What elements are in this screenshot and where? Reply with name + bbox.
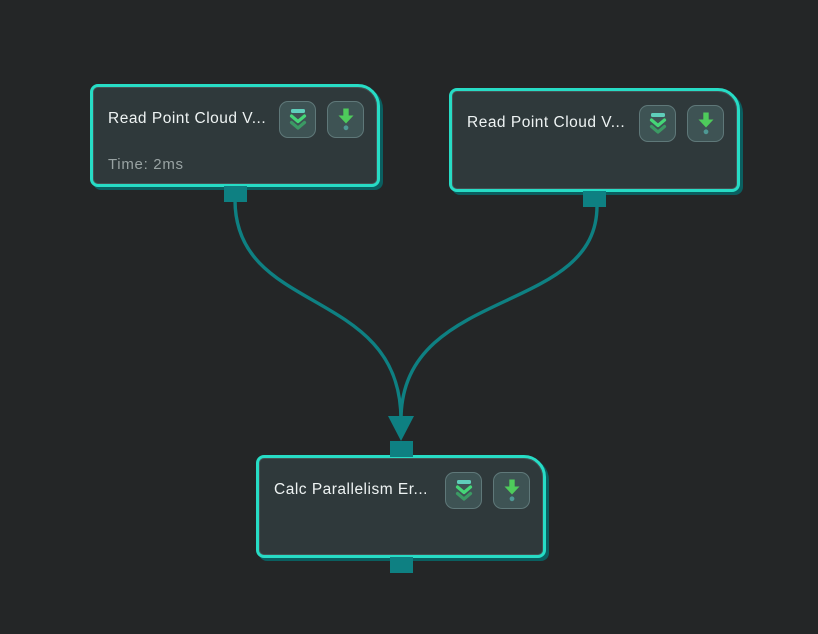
node-buttons	[445, 471, 530, 509]
node-buttons	[279, 100, 364, 138]
run-node-button[interactable]	[327, 100, 364, 138]
collapse-node-button[interactable]	[279, 100, 316, 138]
node-read-point-cloud-2[interactable]: Read Point Cloud V...	[449, 88, 740, 207]
input-port[interactable]	[389, 441, 413, 457]
output-port[interactable]	[223, 186, 247, 202]
edge-arrowhead-icon	[388, 416, 414, 441]
arrow-down-icon	[504, 479, 519, 502]
node-header: Read Point Cloud V...	[452, 91, 737, 145]
edge-left-to-calc[interactable]	[233, 199, 403, 421]
node-title: Read Point Cloud V...	[108, 110, 267, 127]
double-chevron-down-icon	[289, 109, 306, 130]
node-title: Read Point Cloud V...	[467, 114, 626, 131]
arrow-down-icon	[338, 108, 353, 131]
edge-right-to-calc[interactable]	[399, 205, 599, 421]
arrow-down-icon	[698, 112, 713, 135]
node-header: Read Point Cloud V...	[93, 87, 377, 141]
output-port[interactable]	[583, 191, 606, 207]
double-chevron-down-icon	[455, 480, 472, 501]
run-node-button[interactable]	[687, 104, 724, 142]
node-buttons	[639, 104, 724, 142]
node-read-point-cloud-1[interactable]: Read Point Cloud V... Time: 2ms	[90, 84, 380, 202]
node-title: Calc Parallelism Er...	[274, 481, 428, 498]
execution-time-label: Time: 2ms	[108, 156, 184, 173]
collapse-node-button[interactable]	[639, 104, 676, 142]
run-node-button[interactable]	[493, 471, 530, 509]
collapse-node-button[interactable]	[445, 471, 482, 509]
output-port[interactable]	[389, 557, 413, 573]
node-calc-parallelism-error[interactable]: Calc Parallelism Er...	[256, 441, 546, 573]
double-chevron-down-icon	[649, 113, 666, 134]
node-header: Calc Parallelism Er...	[259, 458, 543, 512]
